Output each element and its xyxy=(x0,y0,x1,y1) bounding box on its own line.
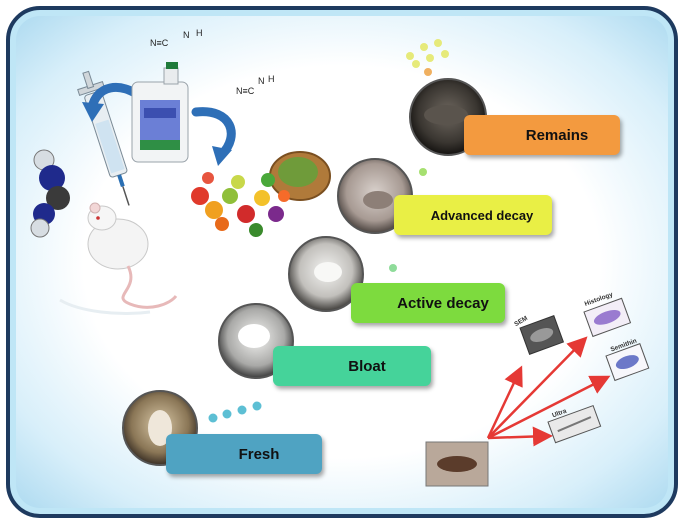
stage-fresh-box: Fresh xyxy=(166,434,322,474)
stage-remains-box: Remains xyxy=(464,115,620,155)
semithin-thumbnail xyxy=(605,343,650,382)
molecule-icon xyxy=(30,149,70,238)
chem-h-left: H xyxy=(196,28,203,38)
stage-advanced-decay-label: Advanced decay xyxy=(430,207,534,223)
stage-active-decay-box: Active decay xyxy=(351,283,505,323)
red-arrows xyxy=(486,336,611,447)
rat-icon xyxy=(87,202,178,309)
stage-advanced-decay-box: Advanced decay xyxy=(394,195,552,235)
chem-h-right: H xyxy=(268,74,275,84)
chem-formula-right: N≡C xyxy=(236,86,255,96)
ultra-thumbnail xyxy=(547,404,602,444)
stage-bloat-label: Bloat xyxy=(348,357,386,375)
sem-thumbnail xyxy=(519,315,565,355)
chem-n-left: N xyxy=(183,30,190,40)
stage-fresh-label: Fresh xyxy=(238,445,280,463)
pesticide-bottle-icon xyxy=(131,62,189,163)
chem-formula-left: N≡C xyxy=(150,38,169,48)
advanced-decay-stage-image xyxy=(337,158,413,234)
histology-thumbnail xyxy=(583,297,632,338)
chem-n-right: N xyxy=(258,76,265,86)
fruit-basket-icon xyxy=(191,151,331,237)
right-curved-arrow-icon xyxy=(191,107,236,166)
maggot-sample-image xyxy=(425,441,489,487)
stage-active-decay-label: Active decay xyxy=(397,294,489,312)
stage-bloat-box: Bloat xyxy=(273,346,431,386)
connector-dots xyxy=(208,39,449,423)
active-decay-stage-image xyxy=(288,236,364,312)
stage-remains-label: Remains xyxy=(525,126,589,144)
